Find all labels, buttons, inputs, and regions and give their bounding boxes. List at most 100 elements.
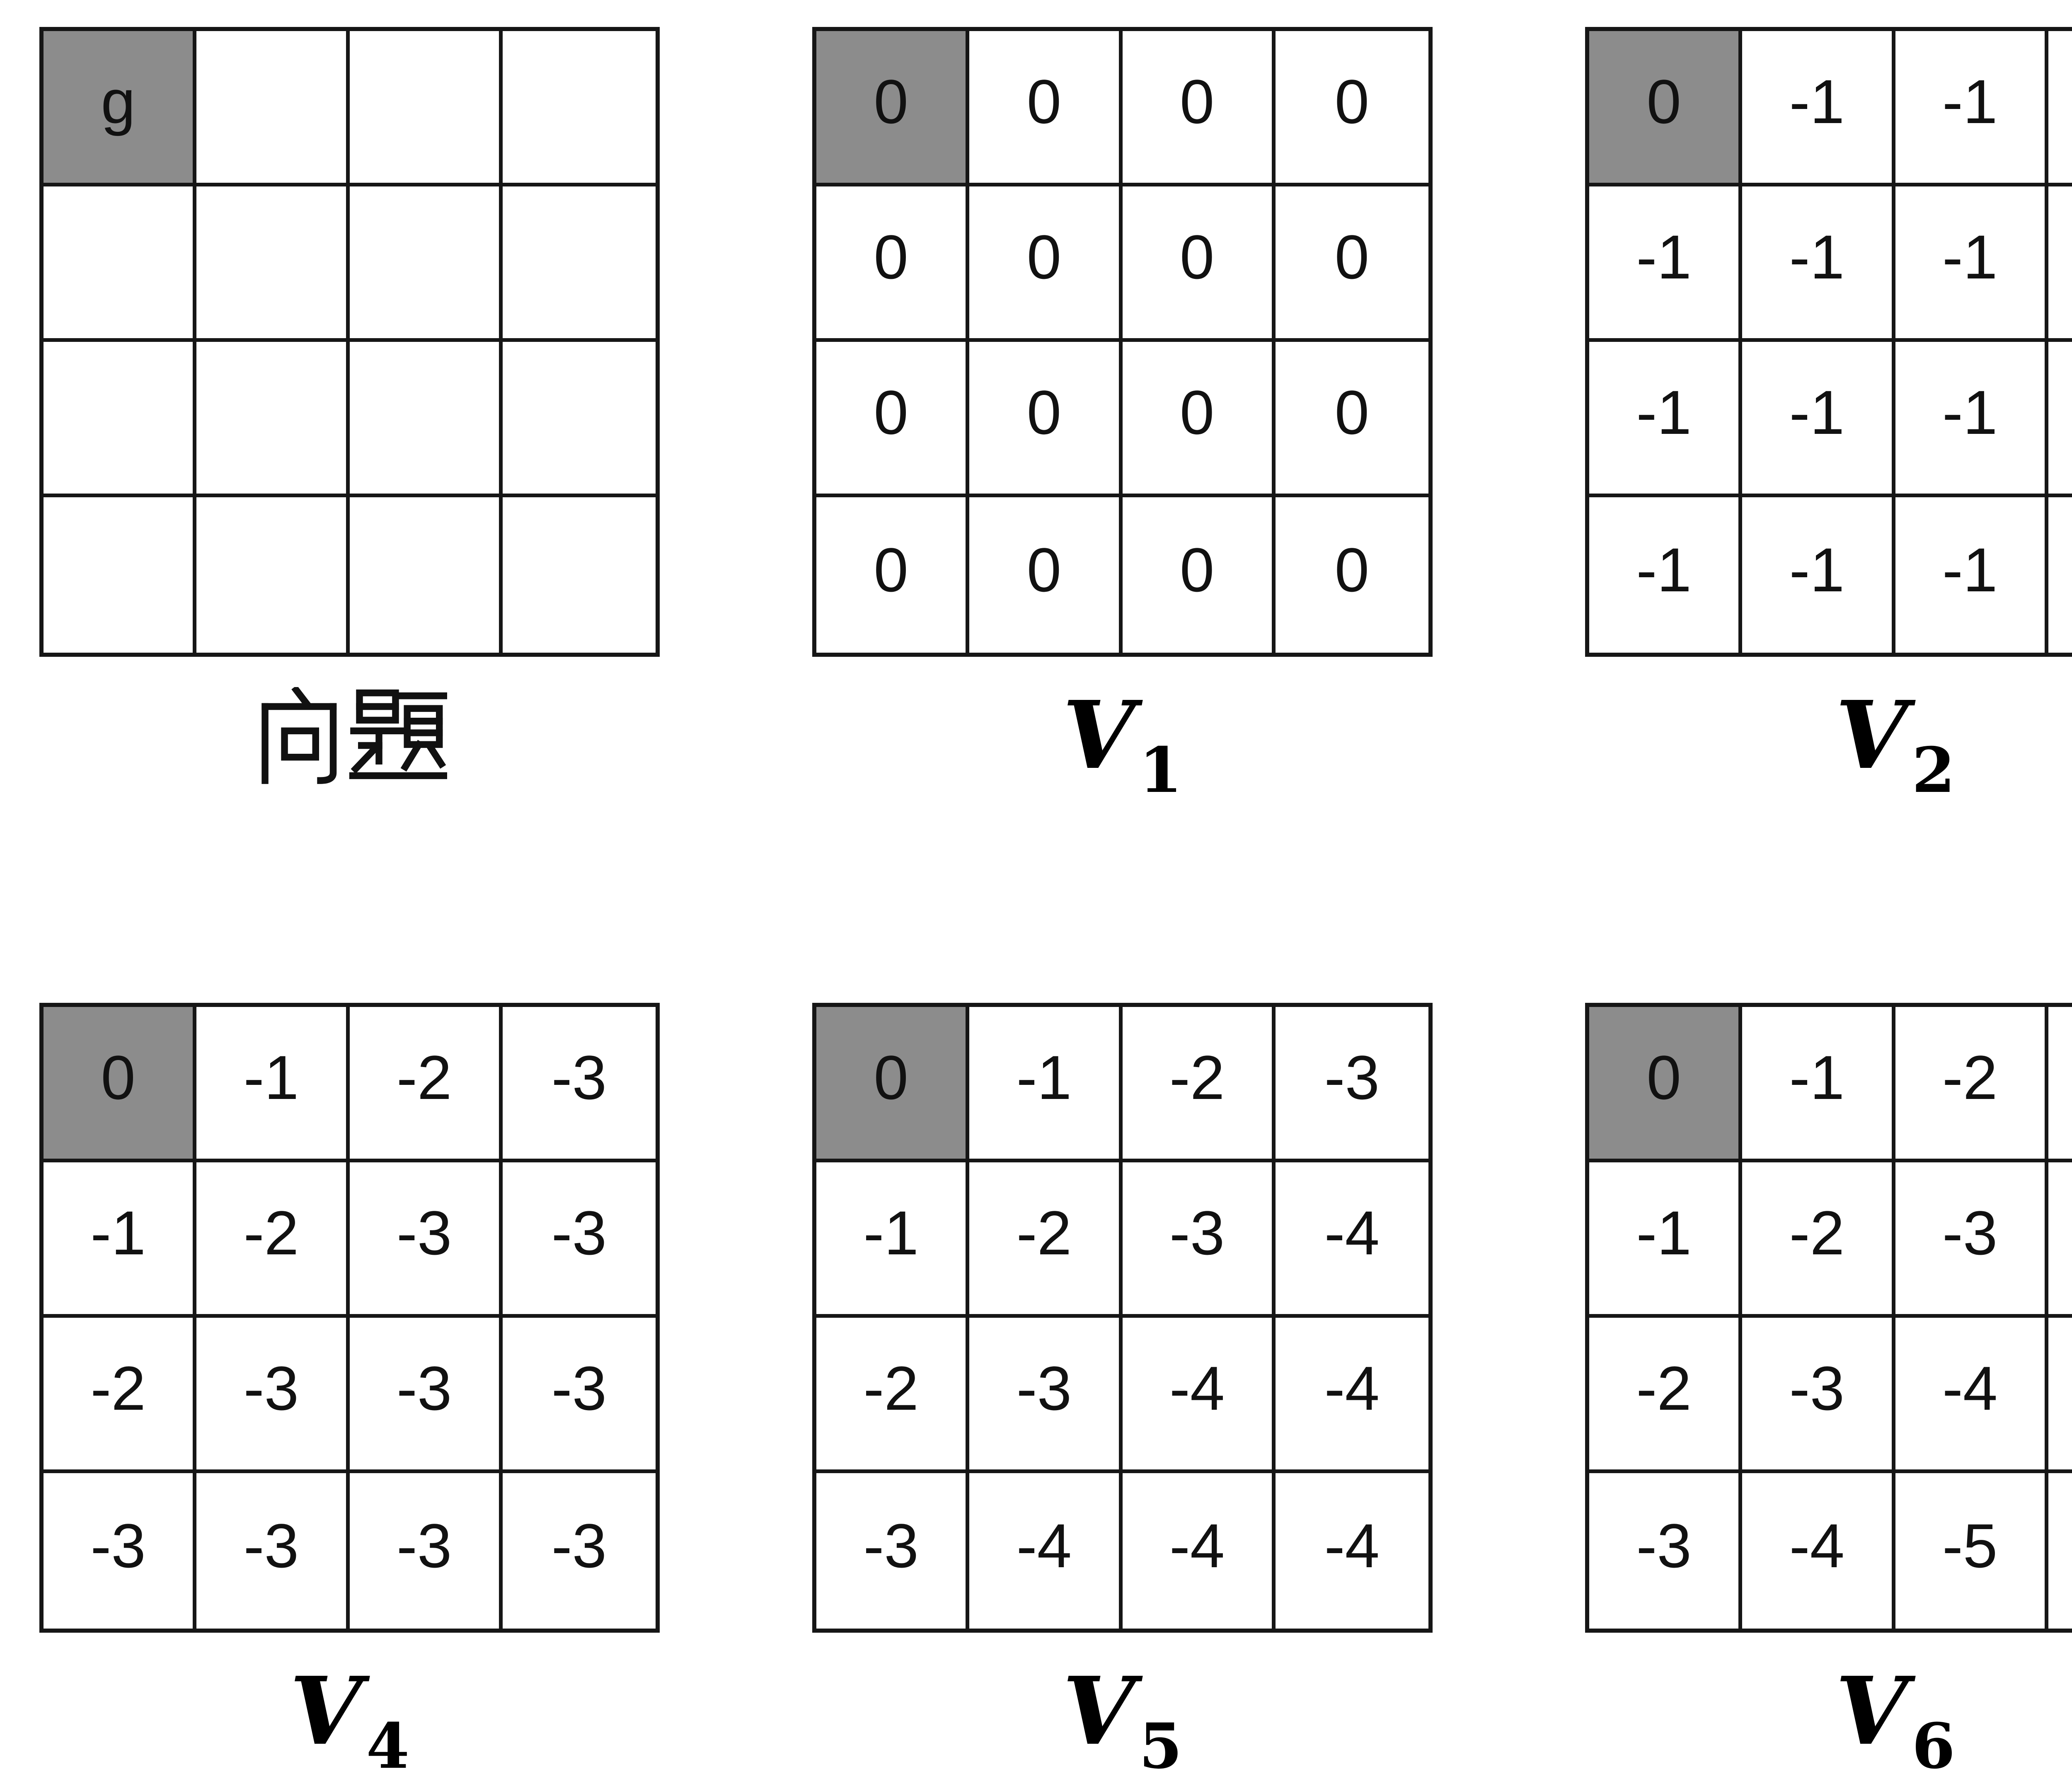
math-label-base: V <box>1063 1656 1135 1766</box>
goal-cell: 0 <box>1589 1007 1743 1162</box>
grid-cell: -1 <box>1895 31 2048 186</box>
grid-cell: -5 <box>1895 1473 2048 1629</box>
grid-cell: -1 <box>196 1007 350 1162</box>
grid-cell: -3 <box>1589 1473 1743 1629</box>
grid-cell <box>349 31 503 186</box>
grid-cell: -2 <box>1742 1162 1895 1318</box>
grid-cell: -1 <box>1742 186 1895 342</box>
goal-cell: 0 <box>1589 31 1743 186</box>
grid-cell: 0 <box>969 342 1123 497</box>
grid-cell: -4 <box>1324 1510 1380 1580</box>
grid-cell <box>196 186 350 342</box>
grid-cell <box>44 497 197 653</box>
grid-cell: 0 <box>1123 497 1276 653</box>
glyph-wen <box>261 687 336 784</box>
grid-cell: -1 <box>1589 186 1743 342</box>
grid-cell: 0 <box>816 497 970 653</box>
grid-cell: 0 <box>1334 535 1370 605</box>
math-label-base: V <box>290 1656 362 1766</box>
grid-cell: -4 <box>1895 1318 2048 1473</box>
grid-cell: 0 <box>1275 31 1428 186</box>
grid-cell: -4 <box>969 1473 1123 1629</box>
grid-v5: 0-1-2-3-1-2-3-4-2-3-4-4-3-4-4-4 <box>812 1003 1433 1633</box>
grid-cell: -3 <box>502 1318 656 1473</box>
grid-cell: -4 <box>1122 1318 1276 1473</box>
goal-cell: 0 <box>44 1007 197 1162</box>
grid-cell: 0 <box>1122 31 1276 186</box>
grid-cell: -2 <box>44 1318 197 1473</box>
grid-cell: -2 <box>1589 1318 1743 1473</box>
glyph-ti <box>349 689 447 779</box>
grid-cell: 0 <box>969 497 1123 653</box>
grid-cell: -2 <box>816 1318 970 1473</box>
grid-cell <box>196 497 350 653</box>
grid-cell <box>349 342 503 497</box>
grid-cell: -3 <box>196 1473 350 1629</box>
grid-cell: -1 <box>44 1162 197 1318</box>
grid-cell: -1 <box>2048 342 2072 497</box>
goal-cell: 0 <box>816 31 970 186</box>
grid-cell <box>44 186 197 342</box>
grid-cell <box>503 497 656 653</box>
figure-label-problem: 问题 <box>252 678 447 794</box>
grid-cell: -4 <box>1123 1473 1276 1629</box>
grid-cell: -1 <box>1895 497 2048 653</box>
grid-cell: -1 <box>2048 31 2072 186</box>
grid-cell: -1 <box>2048 497 2072 653</box>
grid-cell: -3 <box>1742 1318 1895 1473</box>
grid-cell: -4 <box>1275 1162 1428 1318</box>
grid-cell: 0 <box>1122 342 1276 497</box>
grid-cell: -1 <box>969 1007 1123 1162</box>
figure-v2: 0-1-1-1-1-1-1-1-1-1-1-1-1-1-1-1V2 <box>1585 27 2072 801</box>
grid-cell: -3 <box>1895 1162 2048 1318</box>
grid-cell <box>349 186 503 342</box>
grid-cell: -4 <box>2048 1162 2072 1318</box>
grid-cell: -5 <box>2048 1318 2072 1473</box>
grid-cell: -3 <box>816 1473 970 1629</box>
grid-cell: -3 <box>551 1510 607 1580</box>
figure-v6: 0-1-2-3-1-2-3-4-2-3-4-5-3-4-5-5V6 <box>1585 1003 2072 1774</box>
grid-cell: -2 <box>1122 1007 1276 1162</box>
grid-cell: -1 <box>1742 1007 1895 1162</box>
math-label-subscript: 2 <box>1912 733 1955 807</box>
grid-cell: -3 <box>502 1007 656 1162</box>
grid-cell <box>196 342 350 497</box>
grid-cell: -2 <box>196 1162 350 1318</box>
math-label-subscript: 5 <box>1139 1709 1182 1774</box>
grid-cell: 0 <box>969 186 1123 342</box>
grid-cell: -1 <box>1742 342 1895 497</box>
grid-cell: -4 <box>1275 1318 1428 1473</box>
grid-cell <box>502 342 656 497</box>
grid-cell: -1 <box>2048 186 2072 342</box>
grid-v6: 0-1-2-3-1-2-3-4-2-3-4-5-3-4-5-5 <box>1585 1003 2072 1633</box>
grid-cell: -1 <box>1895 186 2048 342</box>
figure-problem: g 问题 <box>39 27 660 794</box>
grid-cell <box>196 31 350 186</box>
grid-cell <box>502 186 656 342</box>
grid-v4: 0-1-2-3-1-2-3-3-2-3-3-3-3-3-3-3 <box>39 1003 660 1633</box>
math-label-subscript: 1 <box>1139 733 1182 807</box>
grid-cell: -2 <box>969 1162 1123 1318</box>
grid-cell: -1 <box>1742 31 1895 186</box>
grid-cell: 0 <box>1122 186 1276 342</box>
grid-cell: -1 <box>816 1162 970 1318</box>
grid-cell: -3 <box>44 1473 197 1629</box>
goal-cell: g <box>44 31 197 186</box>
grid-cell <box>44 342 197 497</box>
cjk-caption-drawing <box>261 687 447 784</box>
grid-cell: -3 <box>349 1318 503 1473</box>
goal-cell: 0 <box>816 1007 970 1162</box>
grid-cell: -5 <box>2048 1473 2072 1629</box>
figure-row-1: g问题0000000000000000V10-1-1-1-1-1-1-1-1-1… <box>39 27 2072 801</box>
